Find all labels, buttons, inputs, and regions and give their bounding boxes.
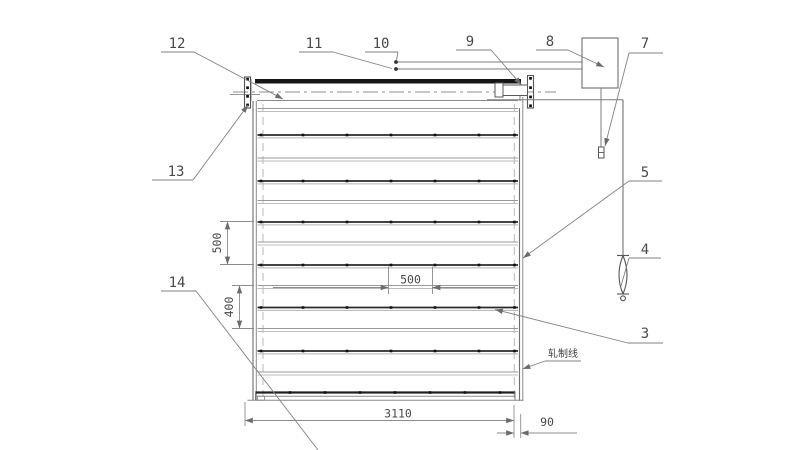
callout-14: [161, 290, 319, 450]
dim-500-horizontal: [273, 266, 515, 294]
annotation-rolling-line-leader: [522, 360, 581, 370]
door-slat: [257, 157, 519, 162]
callout-13: [152, 104, 249, 181]
dim-90-offset: [497, 414, 577, 438]
door-slat: [257, 371, 519, 376]
wire-terminal-dot: [394, 67, 398, 71]
label-9: 9: [466, 34, 474, 50]
label-13: 13: [168, 164, 185, 180]
door-slat-ribbed: [256, 305, 519, 312]
door-slat: [257, 285, 519, 289]
callout-10: [365, 51, 399, 61]
callout-12: [161, 51, 284, 100]
label-3: 3: [641, 326, 649, 342]
control-box: [581, 37, 619, 89]
dim-400-vertical: [232, 285, 254, 329]
header-bar: [255, 79, 521, 84]
dim-text-400v: 400: [222, 297, 236, 318]
callout-9: [456, 49, 522, 86]
callout-5: [522, 180, 662, 259]
dim-text-500h: 500: [400, 273, 421, 287]
label-8: 8: [546, 34, 554, 50]
dim-text-500v: 500: [210, 233, 224, 254]
door-slat-ribbed: [256, 219, 519, 226]
callout-leaders: [152, 49, 663, 450]
dimension-texts: 500 400 500 3110 90: [210, 233, 554, 429]
callout-3: [494, 308, 663, 344]
door-curtain-slats: [256, 108, 519, 376]
dim-text-90: 90: [540, 415, 554, 429]
callout-7: [604, 52, 663, 147]
dimensions: [220, 221, 577, 438]
door-slat-ribbed: [256, 262, 519, 269]
dim-500-vertical: [220, 221, 254, 265]
label-10: 10: [373, 36, 390, 52]
wire-terminal-dot: [394, 60, 398, 64]
label-5: 5: [641, 165, 649, 181]
label-11: 11: [306, 36, 323, 52]
door-slat: [257, 241, 519, 246]
door-slat-ribbed: [256, 132, 519, 139]
callout-4: [620, 257, 661, 287]
callout-texts: 12 11 10 9 8 7 5 4 3 13 14 轧制线: [168, 34, 650, 360]
door-slat: [257, 108, 519, 112]
label-14: 14: [169, 275, 186, 291]
guide-tracks: [252, 97, 524, 401]
dim-text-3110: 3110: [384, 407, 412, 421]
drive-motor: [494, 82, 528, 98]
door-slat: [257, 200, 519, 204]
callout-8: [536, 49, 605, 68]
label-4: 4: [641, 242, 649, 258]
electrical-hoist: [394, 37, 629, 302]
door-slat: [257, 328, 519, 332]
bottom-bar: [247, 391, 523, 401]
callout-11: [299, 51, 393, 69]
counterweight: [617, 254, 629, 302]
door-slat-ribbed: [256, 348, 519, 355]
annotation-rolling-line: 轧制线: [548, 347, 578, 360]
label-7: 7: [641, 36, 649, 52]
door-slat-ribbed: [256, 178, 519, 185]
label-12: 12: [169, 36, 186, 52]
hook-eye: [620, 295, 626, 302]
